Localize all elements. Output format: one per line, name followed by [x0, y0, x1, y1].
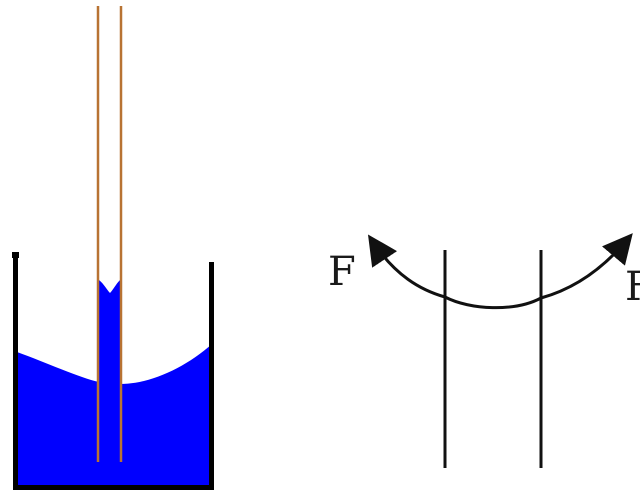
force-arrow-left [373, 242, 445, 297]
beaker-liquid-right [120, 344, 212, 488]
beaker-rim-mark [12, 252, 19, 258]
beaker-liquid [17, 352, 99, 488]
beaker-bottom [13, 485, 214, 490]
beaker-scene [12, 6, 214, 490]
meniscus-curve [445, 297, 541, 308]
capillary-liquid-column [99, 280, 120, 488]
beaker-left-wall [13, 256, 18, 490]
force-label-left: F [328, 249, 356, 295]
force-label-right: F [625, 264, 640, 310]
force-scene: F F [328, 240, 640, 468]
beaker-right-wall [209, 262, 214, 490]
force-arrow-right [541, 240, 627, 298]
